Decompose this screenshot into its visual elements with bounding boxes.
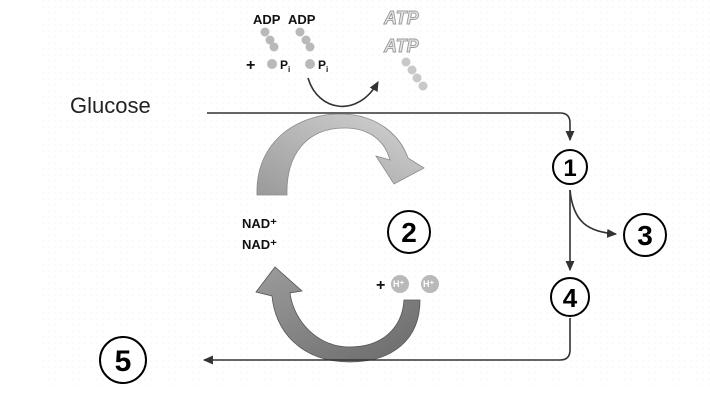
nad-label-1: NAD⁺ <box>242 216 277 231</box>
atp-label-2: ATP <box>383 36 420 56</box>
svg-text:2: 2 <box>401 217 417 248</box>
hydrogen-ions: + H⁺ H⁺ <box>376 275 439 294</box>
atp-label-1: ATP <box>383 8 420 28</box>
hydrogen-ion-icon <box>421 275 439 293</box>
atp-outputs: ATP ATP <box>383 8 428 91</box>
marker-2: 2 <box>387 210 431 254</box>
atp-formation-arrow <box>307 77 379 108</box>
marker-3: 3 <box>623 213 667 257</box>
hplus-label-1: H⁺ <box>393 279 404 289</box>
pi-label-2: P <box>318 58 326 72</box>
adp-molecule-icon <box>260 27 279 52</box>
hplus-plus-sign: + <box>376 277 385 294</box>
phosphate-dot-icon <box>267 59 277 69</box>
path-to-3 <box>569 189 618 238</box>
adp-molecule-icon <box>295 27 315 52</box>
marker-5: 5 <box>99 336 147 384</box>
nad-label-2: NAD⁺ <box>242 237 277 252</box>
svg-text:1: 1 <box>563 155 576 182</box>
background-dot-pattern <box>40 0 710 385</box>
lower-cycle-arrow-icon <box>255 266 421 363</box>
marker-1: 1 <box>552 149 588 185</box>
pi-label-1-sub: i <box>288 65 290 74</box>
adp-label-1: ADP <box>253 12 281 27</box>
glucose-pathway-line <box>207 112 575 142</box>
return-pathway-line <box>202 318 571 365</box>
marker-4: 4 <box>550 277 590 317</box>
svg-text:3: 3 <box>637 220 653 251</box>
pi-label-2-sub: i <box>326 65 328 74</box>
svg-text:4: 4 <box>563 283 578 313</box>
plus-sign: + <box>246 57 255 74</box>
adp-inputs: ADP ADP + P i P i <box>246 12 328 74</box>
pi-label-1: P <box>280 58 288 72</box>
glucose-label: Glucose <box>70 93 151 118</box>
svg-text:5: 5 <box>115 345 132 378</box>
adp-label-2: ADP <box>288 12 316 27</box>
hplus-label-2: H⁺ <box>423 279 434 289</box>
hydrogen-ion-icon <box>391 275 409 293</box>
upper-cycle-arrow-icon <box>256 113 425 196</box>
phosphate-dot-icon <box>305 59 315 69</box>
atp-molecule-icon <box>401 57 428 91</box>
